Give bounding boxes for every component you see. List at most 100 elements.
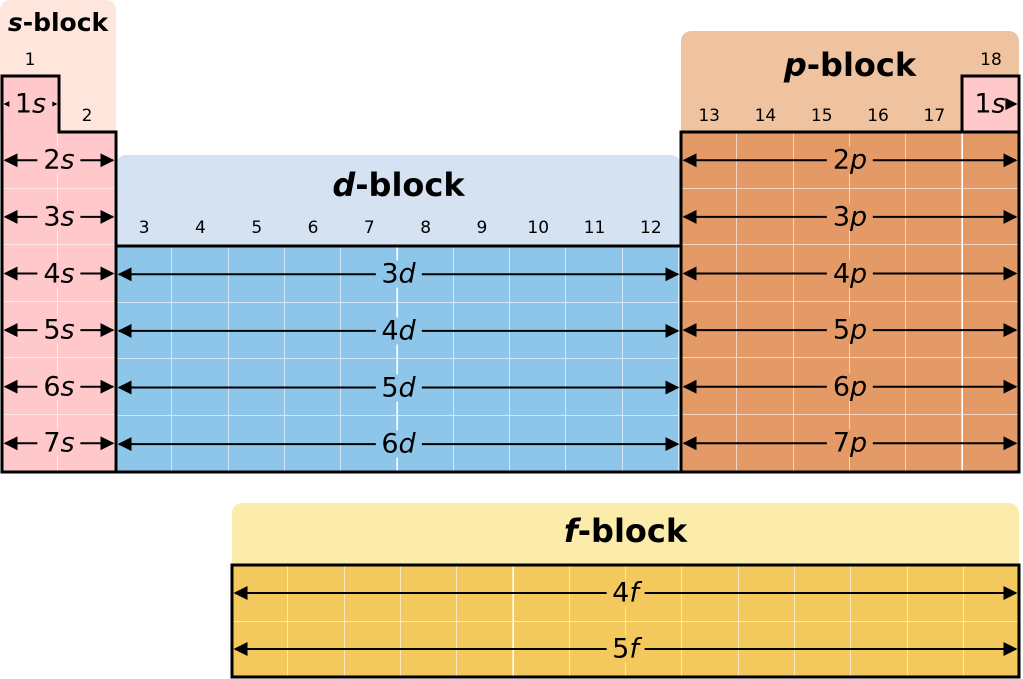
d-block-cell [566, 415, 623, 473]
group-number-10: 10 [527, 218, 550, 238]
subshell-5f-label: 5f [606, 633, 645, 665]
p-block-cell [737, 415, 794, 472]
subshell-6s-label: 6s [37, 371, 81, 403]
f-block-cell [288, 621, 345, 679]
f-block-cell [738, 621, 795, 679]
d-block-cell [453, 246, 511, 303]
p-block-cell [737, 358, 794, 415]
group-number-18: 18 [980, 50, 1002, 70]
f-block-cell [344, 621, 401, 679]
subshell-4f-subshell-letter: f [629, 577, 639, 609]
d-block-cell [172, 246, 229, 303]
p-block-cell [681, 301, 738, 359]
d-block-cell [284, 246, 342, 303]
p-block-letter: p [783, 46, 807, 84]
subshell-3s-label: 3s [37, 201, 81, 233]
subshell-7p-subshell-letter: p [850, 427, 868, 459]
subshell-6s-subshell-letter: s [60, 371, 75, 403]
p-block-cell [737, 301, 794, 359]
group-number-8: 8 [420, 218, 432, 238]
f-block-cell [232, 565, 289, 622]
d-block-cell [566, 359, 623, 416]
subshell-2s-label: 2s [37, 146, 81, 174]
subshell-5s-subshell-letter: s [60, 314, 75, 346]
helium-subshell-letter: s [991, 88, 1006, 120]
p-block-cell [906, 245, 963, 302]
group-number-4: 4 [195, 218, 206, 238]
d-block-suffix: -block [355, 166, 465, 204]
f-block-cell [963, 565, 1021, 622]
p-block-cell [737, 132, 794, 189]
subshell-7p-shell-number: 7 [832, 427, 851, 459]
f-block-cell [682, 565, 739, 622]
subshell-6p-shell-number: 6 [832, 371, 851, 403]
p-block-cell [962, 301, 1019, 359]
p-block-cell [962, 132, 1019, 189]
d-block-cell [566, 246, 623, 303]
f-block-cell [738, 565, 795, 622]
p-block-cell [737, 245, 794, 302]
subshell-3s-shell-number: 3 [43, 201, 61, 233]
group-number-15: 15 [810, 106, 833, 126]
d-block-cell [116, 359, 173, 416]
f-block-cell [851, 621, 908, 679]
subshell-7p-label: 7p [826, 427, 874, 459]
subshell-4f-shell-number: 4 [612, 577, 630, 609]
group-number-11: 11 [583, 218, 606, 238]
s-block-title: s-block [0, 8, 116, 37]
f-block-cell [682, 621, 739, 679]
f-block-cell [795, 621, 852, 679]
f-block-cell [288, 565, 345, 622]
subshell-5p-label: 5p [826, 314, 874, 346]
d-block-cell [228, 415, 285, 473]
d-block-cell [284, 359, 342, 416]
p-block-cell [681, 132, 738, 189]
d-block-title: d-block [116, 166, 681, 204]
s-block-letter: s [7, 8, 23, 37]
subshell-5f-shell-number: 5 [612, 633, 630, 665]
subshell-6p-label: 6p [826, 371, 874, 403]
subshell-6s-shell-number: 6 [43, 371, 61, 403]
f-block-cell [344, 565, 401, 622]
d-block-cell [622, 302, 679, 360]
group-number-3: 3 [138, 218, 150, 238]
subshell-5d-label: 5d [375, 372, 422, 403]
subshell-1s-label: 1s [8, 90, 53, 118]
subshell-6d-label: 6d [375, 428, 422, 460]
group-number-13: 13 [698, 106, 720, 126]
subshell-6d-subshell-letter: d [398, 428, 416, 460]
d-block-cell [453, 359, 511, 416]
subshell-3d-label: 3d [375, 258, 422, 290]
p-block-cell [962, 415, 1019, 472]
p-block-cell [962, 358, 1019, 415]
p-block-cell [737, 188, 794, 246]
subshell-4p-shell-number: 4 [832, 258, 851, 289]
p-block-cell [906, 415, 963, 472]
group-number-12: 12 [640, 218, 662, 238]
subshell-7s-label: 7s [37, 429, 81, 457]
f-block-cell [851, 565, 908, 622]
p-block-cell [681, 245, 738, 302]
f-block-cell [907, 565, 964, 622]
d-block-cell [510, 415, 567, 473]
subshell-2p-label: 2p [826, 146, 874, 174]
subshell-4f-label: 4f [606, 577, 645, 609]
subshell-5s-shell-number: 5 [43, 314, 61, 346]
subshell-5p-subshell-letter: p [850, 314, 868, 346]
group-number-7: 7 [363, 218, 375, 238]
subshell-5p-shell-number: 5 [832, 314, 851, 346]
subshell-6d-shell-number: 6 [381, 428, 399, 460]
d-block-cell [228, 302, 285, 360]
subshell-4s-shell-number: 4 [43, 258, 61, 289]
d-block-cell [284, 302, 342, 360]
subshell-5d-shell-number: 5 [381, 372, 399, 403]
d-block-header [116, 155, 681, 246]
f-block-cell [457, 621, 514, 679]
d-block-cell [622, 415, 679, 473]
d-block-cell [116, 302, 173, 360]
p-block-cell [681, 358, 738, 415]
p-block-title: p-block [681, 46, 1019, 84]
subshell-3p-label: 3p [826, 203, 874, 231]
subshell-3d-subshell-letter: d [398, 258, 416, 290]
